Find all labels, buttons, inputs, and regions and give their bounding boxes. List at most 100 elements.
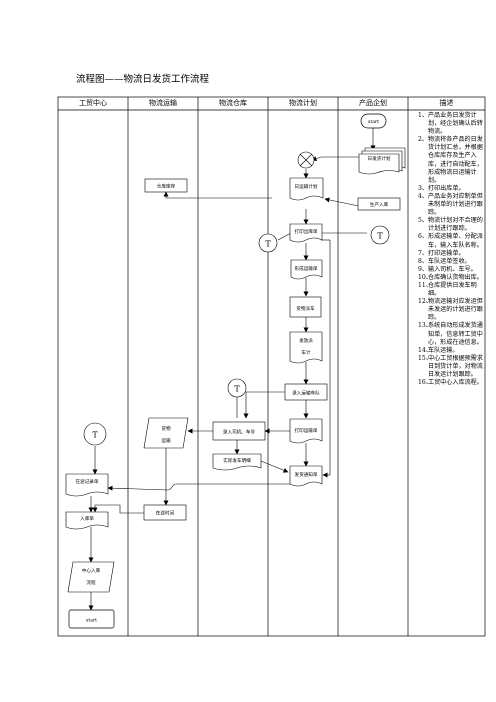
description-item: 8、车队运单签收。 bbox=[418, 258, 484, 266]
svg-text:货物派车: 货物派车 bbox=[296, 305, 315, 312]
description-item-number: 6、 bbox=[418, 233, 428, 241]
goods-transport-data: 货物 运输 bbox=[143, 417, 189, 449]
description-item-number: 8、 bbox=[418, 257, 428, 265]
description-item-text: 产品业务日发货计划，经企划确认后转物流。 bbox=[428, 112, 483, 136]
inbound-order-document: 入库单 bbox=[65, 511, 109, 530]
column-header-product-planning: 产品企划 bbox=[359, 99, 387, 107]
svg-text:日运输计划: 日运输计划 bbox=[295, 183, 318, 190]
column-header-logistics-plan: 物流计划 bbox=[289, 99, 317, 107]
svg-text:形成运输单: 形成运输单 bbox=[295, 265, 318, 272]
swimlane-table bbox=[57, 96, 486, 637]
description-item: 13、系统自动形成发货通知单，信息转工贸中心，形成在途信息。 bbox=[418, 322, 484, 346]
svg-text:货物: 货物 bbox=[161, 425, 171, 432]
description-item: 12、物流运输对应发运但未发运的计划进行跟踪。 bbox=[418, 298, 484, 322]
svg-text:仓库库存: 仓库库存 bbox=[157, 183, 176, 190]
svg-text:车计: 车计 bbox=[301, 349, 311, 356]
dispatch-plan-document: 发放派 车计 bbox=[289, 331, 323, 364]
tracking-marker-left: T bbox=[258, 233, 278, 253]
svg-text:实际发车明细: 实际发车明细 bbox=[223, 457, 251, 464]
description-item: 7、打印运输单。 bbox=[418, 250, 484, 258]
svg-text:在途记录单: 在途记录单 bbox=[76, 478, 99, 485]
description-item-text: 物流计划对不合理的计划进行跟踪。 bbox=[428, 217, 483, 233]
center-inbound-process-data: 中心入库 流程 bbox=[67, 561, 115, 593]
svg-text:T: T bbox=[234, 385, 240, 394]
description-item-text: 物流将各产品的日发货计划汇总，并根据仓库库存及生产入库，进行自动配车，形成物流日… bbox=[428, 136, 483, 184]
description-item: 1、产品业务日发货计划，经企划确认后转物流。 bbox=[418, 112, 484, 136]
description-item: 3、打印出库单。 bbox=[418, 185, 484, 193]
daily-shipping-plan-document: 日发货计划 bbox=[358, 147, 406, 175]
svg-text:日发货计划: 日发货计划 bbox=[368, 155, 391, 162]
description-item-number: 9、 bbox=[418, 265, 428, 273]
tracking-marker-right: T bbox=[370, 225, 390, 245]
svg-text:发货通知单: 发货通知单 bbox=[295, 471, 318, 478]
production-inbound-box: 生产入库 bbox=[357, 197, 401, 211]
description-item-text: 打印运输单。 bbox=[428, 249, 465, 257]
svg-text:start: start bbox=[368, 119, 379, 125]
svg-text:生产入库: 生产入库 bbox=[370, 201, 389, 208]
print-outbound-order-document: 打印出库单 bbox=[289, 223, 323, 243]
description-item-number: 10、 bbox=[418, 273, 432, 281]
description-item: 15、中心工贸根据预需求日到货计单，对物流日发运计划跟踪。 bbox=[418, 355, 484, 379]
flow-connectors bbox=[88, 128, 376, 611]
svg-text:打印出库单: 打印出库单 bbox=[295, 228, 318, 235]
tracking-marker-middle: T bbox=[227, 378, 247, 398]
description-item-text: 仓库确认货物出库。 bbox=[428, 273, 483, 281]
input-driver-plate-box: 录入司机、车号 bbox=[212, 421, 266, 441]
print-transport-order-document: 打印运输单 bbox=[289, 418, 323, 444]
description-item-number: 3、 bbox=[418, 184, 428, 192]
description-item: 6、形成运输单、分配派车，输入车队名称。 bbox=[418, 233, 484, 249]
description-item-text: 系统自动形成发货通知单，信息转工贸中心，形成在途信息。 bbox=[428, 322, 483, 346]
shipping-notice-document: 发货通知单 bbox=[289, 465, 323, 487]
in-transit-time-box: 在途时间 bbox=[143, 504, 187, 521]
description-item-text: 形成运输单、分配派车，输入车队名称。 bbox=[428, 233, 483, 249]
svg-text:T: T bbox=[265, 240, 271, 249]
svg-text:发放派: 发放派 bbox=[299, 337, 313, 344]
description-item-text: 中心工贸根据预需求日到货计单，对物流日发运计划跟踪。 bbox=[428, 354, 483, 378]
description-item: 14、车队运输。 bbox=[418, 347, 484, 355]
description-item: 2、物流将各产品的日发货计划汇总，并根据仓库库存及生产入库，进行自动配车，形成物… bbox=[418, 136, 484, 185]
description-item-text: 物流运输对应发运但未发运的计划进行跟踪。 bbox=[428, 298, 483, 322]
description-item: 10、仓库确认货物出库。 bbox=[418, 274, 484, 282]
svg-text:T: T bbox=[377, 232, 383, 241]
column-header-trade-center: 工贸中心 bbox=[79, 99, 107, 107]
description-item-text: 打印出库单。 bbox=[428, 184, 465, 192]
svg-text:T: T bbox=[92, 431, 98, 440]
svg-text:打印运输单: 打印运输单 bbox=[295, 427, 318, 434]
page-title: 流程图——物流日发货工作流程 bbox=[76, 74, 210, 85]
svg-text:运输: 运输 bbox=[161, 437, 171, 444]
column-header-description: 描述 bbox=[439, 99, 454, 107]
input-transport-fleet-box: 录入运输车队 bbox=[284, 383, 328, 401]
description-item: 11、仓库提供日发车明细。 bbox=[418, 282, 484, 298]
description-item: 16、工贸中心入库流程。 bbox=[418, 379, 484, 387]
description-item-text: 车队运输。 bbox=[428, 346, 459, 354]
description-item: 5、物流计划对不合理的计划进行跟踪。 bbox=[418, 217, 484, 233]
description-item-number: 11、 bbox=[418, 281, 432, 289]
description-item-number: 4、 bbox=[418, 192, 428, 200]
daily-transport-plan-document: 日运输计划 bbox=[289, 177, 324, 201]
description-item: 9、输入司机、车号。 bbox=[418, 266, 484, 274]
description-item-text: 车队运单签收。 bbox=[428, 257, 471, 265]
svg-text:start: start bbox=[86, 618, 97, 624]
in-transit-record-document: 在途记录单 bbox=[65, 473, 109, 497]
tracking-marker-trade-center: T bbox=[83, 422, 107, 446]
svg-text:入库单: 入库单 bbox=[80, 515, 94, 522]
description-item-number: 13、 bbox=[418, 322, 432, 330]
form-transport-order-document: 形成运输单 bbox=[290, 259, 323, 280]
description-item-text: 工贸中心入库流程。 bbox=[428, 379, 483, 387]
description-item: 4、产品业务对应制单但未制单的计划进行跟踪。 bbox=[418, 193, 484, 217]
description-item-number: 12、 bbox=[418, 298, 432, 306]
actual-dispatch-detail-document: 实际发车明细 bbox=[212, 453, 262, 471]
description-list: 1、产品业务日发货计划，经企划确认后转物流。2、物流将各产品的日发货计划汇总，并… bbox=[418, 112, 484, 387]
description-item-text: 输入司机、车号。 bbox=[428, 265, 477, 273]
description-item-number: 16、 bbox=[418, 379, 432, 387]
description-item-number: 5、 bbox=[418, 217, 428, 225]
svg-text:在途时间: 在途时间 bbox=[156, 510, 175, 517]
description-item-text: 产品业务对应制单但未制单的计划进行跟踪。 bbox=[428, 192, 483, 217]
column-header-logistics-warehouse: 物流仓库 bbox=[219, 99, 247, 107]
warehouse-stock-box: 仓库库存 bbox=[144, 178, 188, 193]
merge-connector bbox=[297, 151, 315, 169]
description-item-number: 7、 bbox=[418, 249, 428, 257]
start-terminator-top: start bbox=[360, 113, 387, 129]
svg-text:录入运输车队: 录入运输车队 bbox=[292, 390, 320, 397]
